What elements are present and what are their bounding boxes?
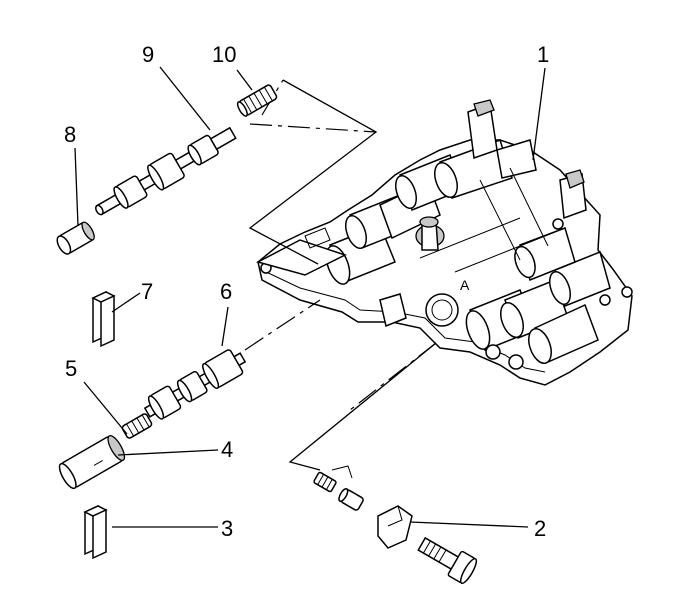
valve-spool-part-9 — [95, 126, 237, 216]
callout-1: 1 — [537, 42, 549, 67]
callout-7: 7 — [141, 279, 153, 304]
retainer-part-3 — [83, 504, 108, 560]
callout-6: 6 — [220, 279, 232, 304]
valve-body-part-1: A — [257, 99, 633, 386]
callout-2: 2 — [534, 516, 546, 541]
connector-tower — [467, 99, 587, 220]
valve-bores — [325, 139, 611, 365]
body-mark-a: A — [460, 277, 470, 293]
callout-4: 4 — [221, 437, 233, 462]
switch-part-2 — [313, 465, 478, 585]
plug-part-8 — [56, 221, 95, 255]
leader-lines — [74, 66, 546, 528]
spring-part-5 — [121, 413, 153, 439]
callout-labels: 1 2 3 4 5 6 7 8 9 10 — [64, 42, 549, 541]
callout-10: 10 — [212, 42, 236, 67]
sleeve-part-4 — [58, 434, 126, 490]
assembly-guide-lines — [244, 79, 437, 471]
retainer-part-7 — [91, 290, 116, 348]
valve-spool-part-6 — [143, 349, 247, 420]
callout-9: 9 — [142, 42, 154, 67]
callout-3: 3 — [221, 516, 233, 541]
callout-5: 5 — [65, 356, 77, 381]
spring-part-10 — [236, 84, 278, 117]
callout-8: 8 — [64, 122, 76, 147]
